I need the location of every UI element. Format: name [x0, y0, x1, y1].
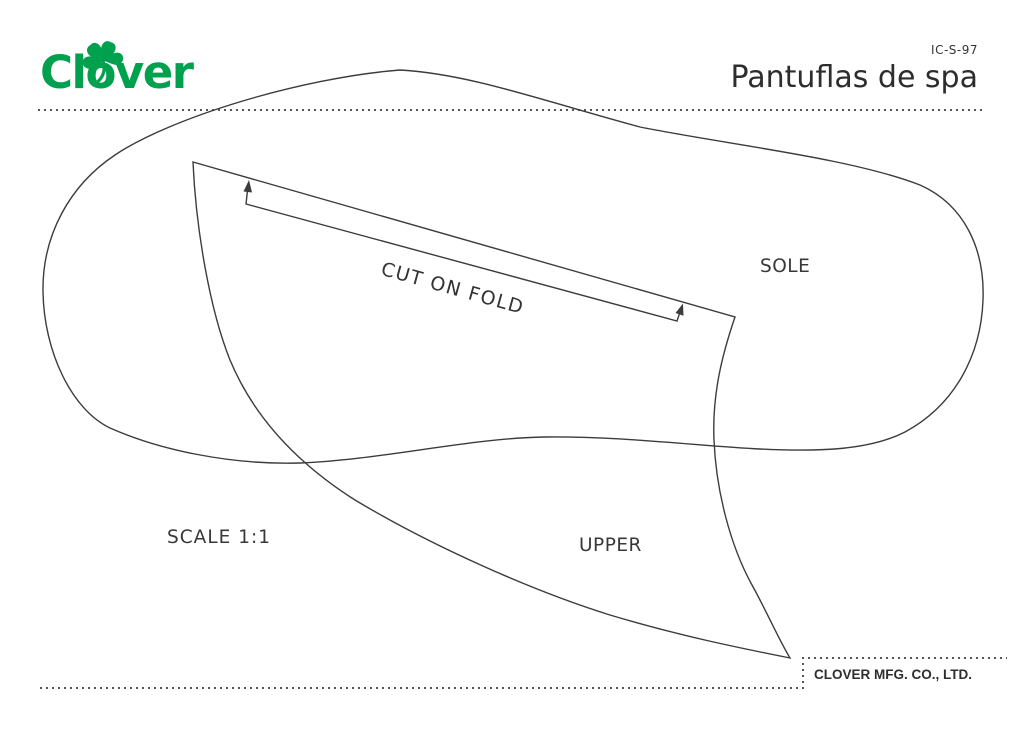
- upper-outline: [192, 161, 792, 659]
- header-dotted-rule: [38, 109, 983, 111]
- fold-arrowhead-left: [243, 180, 252, 193]
- sole-piece-label: SOLE: [760, 256, 811, 277]
- fold-bracket-line: [245, 185, 682, 322]
- footer-box-top-rule: [802, 657, 1007, 659]
- scale-label: SCALE 1:1: [167, 527, 271, 548]
- clover-logo: Clover: [40, 39, 210, 110]
- upper-piece-label: UPPER: [579, 535, 642, 556]
- clover-shamrock-icon: [80, 39, 126, 83]
- footer-dotted-rule: [40, 687, 802, 689]
- pattern-code: IC-S-97: [931, 43, 978, 57]
- fold-arrowhead-right: [675, 303, 684, 316]
- company-name: CLOVER MFG. CO., LTD.: [814, 667, 972, 682]
- footer-box-left-rule: [802, 657, 804, 689]
- page-title: Pantuflas de spa: [730, 60, 978, 95]
- sole-outline: [42, 69, 984, 464]
